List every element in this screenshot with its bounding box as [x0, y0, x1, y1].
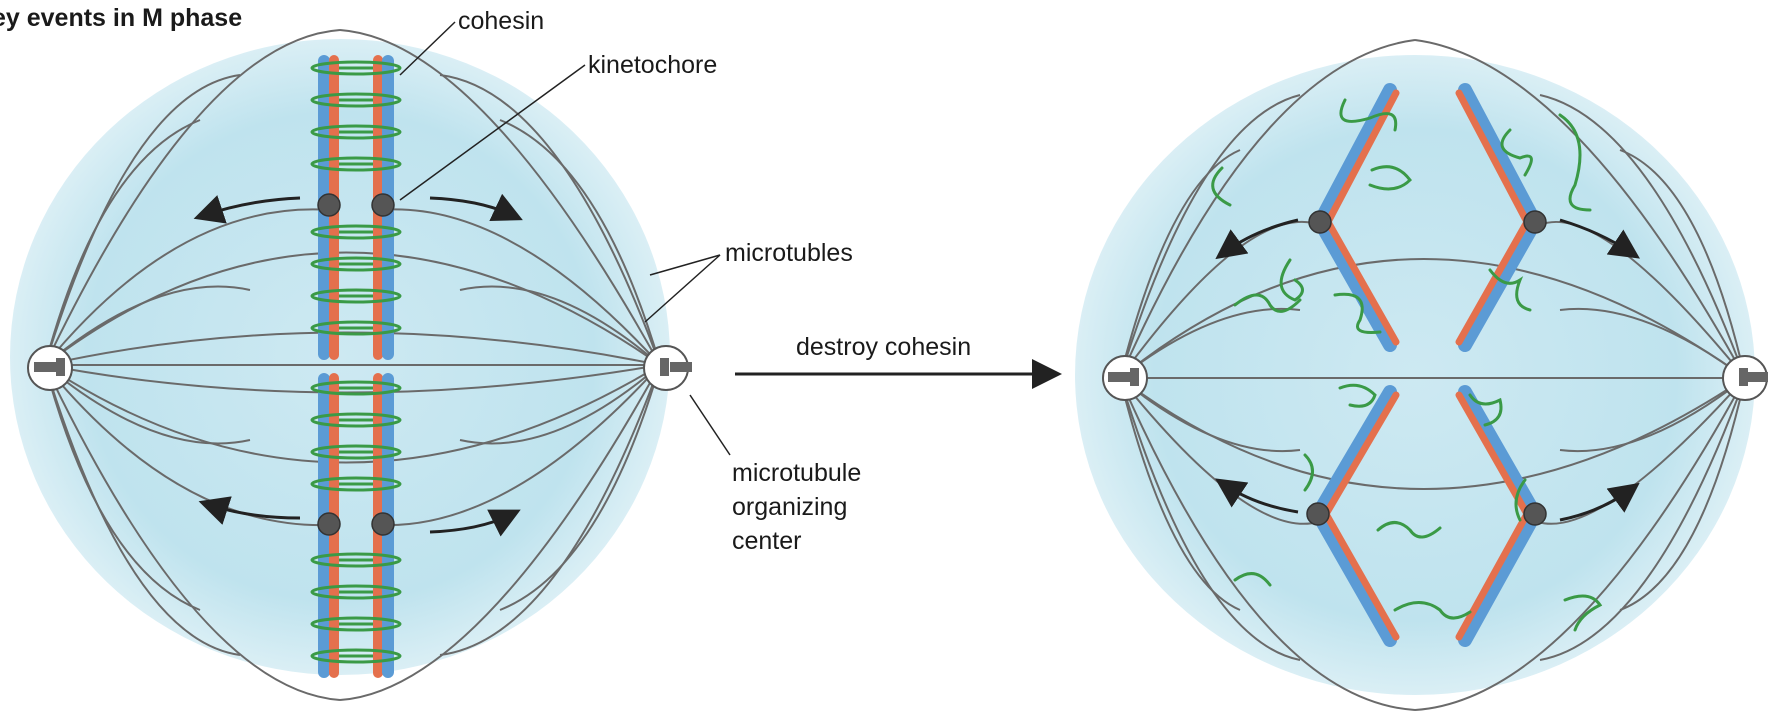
- label-cohesin: cohesin: [458, 4, 544, 38]
- mtoc-left-pole: [28, 346, 72, 390]
- kinetochore-dot: [318, 194, 340, 216]
- cell-after: [1075, 40, 1768, 710]
- cell-before: [10, 30, 692, 700]
- cell-body-right: [1075, 55, 1755, 695]
- cell-body-left: [10, 39, 670, 675]
- label-microtubles: microtubles: [725, 236, 853, 270]
- label-kinetochore: kinetochore: [588, 48, 717, 82]
- label-mtoc-line2: organizing: [732, 490, 847, 524]
- kinetochore-dot: [372, 194, 394, 216]
- label-destroy-cohesin: destroy cohesin: [796, 330, 971, 364]
- label-mtoc-line1: microtubule: [732, 456, 861, 490]
- mtoc-right-pole: [644, 346, 692, 390]
- mtoc-right-pole-after: [1723, 356, 1768, 400]
- mtoc-left-pole-after: [1103, 356, 1147, 400]
- kinetochore-dot: [372, 513, 394, 535]
- label-mtoc-line3: center: [732, 524, 801, 558]
- kinetochore-dot: [318, 513, 340, 535]
